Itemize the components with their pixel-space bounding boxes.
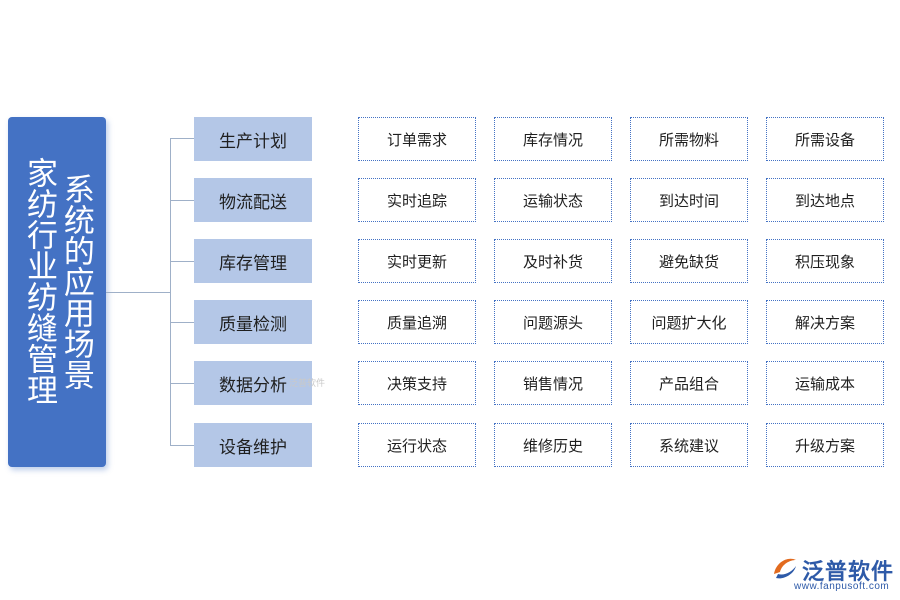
item-box: 决策支持: [358, 361, 476, 405]
category-equipment: 设备维护: [194, 423, 312, 467]
category-quality: 质量检测: [194, 300, 312, 344]
brand-logo: 泛普软件 www.fanpusoft.com: [770, 554, 895, 598]
connector-branch-4: [170, 322, 194, 323]
logo-name: 泛普软件: [802, 560, 895, 585]
category-data-analysis: 数据分析: [194, 361, 312, 405]
item-box: 实时追踪: [358, 178, 476, 222]
item-box: 运输成本: [766, 361, 884, 405]
item-box: 积压现象: [766, 239, 884, 283]
connector-branch-3: [170, 261, 194, 262]
logo-url: www.fanpusoft.com: [794, 581, 890, 592]
item-box: 实时更新: [358, 239, 476, 283]
item-box: 销售情况: [494, 361, 612, 405]
item-box: 所需设备: [766, 117, 884, 161]
title-left-column: 家纺行业纺缝管理: [21, 157, 57, 405]
connector-branch-6: [170, 445, 194, 446]
item-box: 问题源头: [494, 300, 612, 344]
item-box: 及时补货: [494, 239, 612, 283]
category-logistics: 物流配送: [194, 178, 312, 222]
item-box: 系统建议: [630, 423, 748, 467]
category-inventory: 库存管理: [194, 239, 312, 283]
connector-branch-5: [170, 383, 194, 384]
item-box: 产品组合: [630, 361, 748, 405]
main-title-box: 系统的应用场景 家纺行业纺缝管理: [8, 117, 106, 467]
item-box: 维修历史: [494, 423, 612, 467]
title-right-column: 系统的应用场景: [57, 173, 94, 390]
item-box: 质量追溯: [358, 300, 476, 344]
item-box: 所需物料: [630, 117, 748, 161]
item-box: 库存情况: [494, 117, 612, 161]
item-box: 问题扩大化: [630, 300, 748, 344]
item-box: 解决方案: [766, 300, 884, 344]
item-box: 运输状态: [494, 178, 612, 222]
item-box: 到达地点: [766, 178, 884, 222]
item-box: 到达时间: [630, 178, 748, 222]
item-box: 升级方案: [766, 423, 884, 467]
item-box: 订单需求: [358, 117, 476, 161]
connector-main-horizontal: [106, 292, 170, 293]
item-box: 运行状态: [358, 423, 476, 467]
item-box: 避免缺货: [630, 239, 748, 283]
connector-branch-1: [170, 138, 194, 139]
logo-swirl-icon: [774, 558, 796, 579]
connector-vertical-spine: [170, 138, 171, 445]
category-production-plan: 生产计划: [194, 117, 312, 161]
watermark-text: 泛普软件: [289, 379, 326, 389]
connector-branch-2: [170, 200, 194, 201]
